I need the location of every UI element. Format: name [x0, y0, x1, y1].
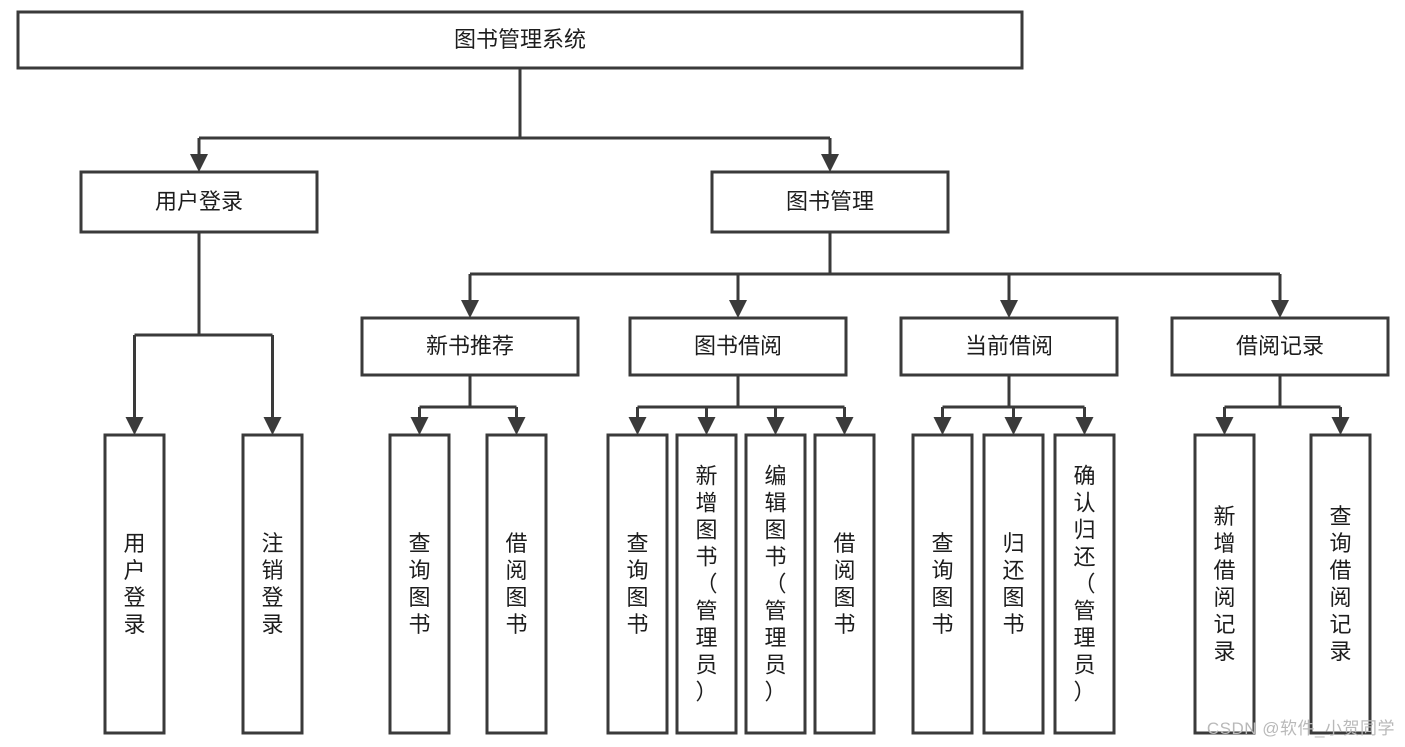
node-查询借阅记录-leaf[interactable]: 查询借阅记录: [1309, 433, 1372, 735]
arrow-head-icon: [821, 154, 839, 172]
node-新增图书管理员-leaf[interactable]: 新增图书（管理员）: [675, 433, 738, 735]
node-label: 编辑图书（管理员）: [764, 464, 786, 705]
node-box: [675, 433, 738, 735]
node-label: 图书借阅: [694, 333, 782, 358]
node-查询图书-leaf[interactable]: 查询图书: [606, 433, 669, 735]
arrow-head-icon: [263, 417, 282, 435]
arrow-head-icon: [507, 417, 526, 435]
node-box: [1053, 433, 1116, 735]
node-box: [628, 316, 848, 377]
node-label: 查询图书: [408, 531, 430, 637]
connectors-layer: [125, 68, 1350, 435]
node-box: [710, 170, 950, 234]
node-label: 查询图书: [626, 531, 648, 637]
node-label: 注销登录: [261, 531, 283, 637]
node-label: 查询图书: [931, 531, 953, 637]
node-用户登录-leaf[interactable]: 用户登录: [103, 433, 166, 735]
node-label: 用户登录: [123, 531, 145, 637]
node-box: [606, 433, 669, 735]
node-图书管理系统-root[interactable]: 图书管理系统: [16, 10, 1024, 70]
node-新增借阅记录-leaf[interactable]: 新增借阅记录: [1193, 433, 1256, 735]
node-label: 借阅记录: [1236, 333, 1324, 358]
node-box: [388, 433, 451, 735]
node-label: 借阅图书: [505, 531, 527, 637]
node-归还图书-leaf[interactable]: 归还图书: [982, 433, 1045, 735]
node-box: [911, 433, 974, 735]
arrow-head-icon: [190, 154, 208, 172]
node-box: [1309, 433, 1372, 735]
node-编辑图书管理员-leaf[interactable]: 编辑图书（管理员）: [744, 433, 807, 735]
node-label: 新书推荐: [426, 333, 514, 358]
arrow-head-icon: [933, 417, 952, 435]
node-借阅记录-level2[interactable]: 借阅记录: [1170, 316, 1390, 377]
arrow-head-icon: [461, 300, 479, 318]
arrow-head-icon: [628, 417, 647, 435]
node-box: [813, 433, 876, 735]
node-label: 图书管理: [786, 189, 874, 214]
node-box: [103, 433, 166, 735]
nodes-layer: 图书管理系统用户登录图书管理新书推荐图书借阅当前借阅借阅记录用户登录注销登录查询…: [16, 10, 1390, 735]
node-label: 新增借阅记录: [1213, 504, 1235, 664]
node-box: [485, 433, 548, 735]
arrow-head-icon: [1331, 417, 1350, 435]
arrow-head-icon: [1215, 417, 1234, 435]
node-box: [241, 433, 304, 735]
node-当前借阅-level2[interactable]: 当前借阅: [899, 316, 1119, 377]
node-label: 图书管理系统: [454, 27, 586, 52]
node-label: 借阅图书: [833, 531, 855, 637]
node-label: 查询借阅记录: [1329, 504, 1351, 664]
node-查询图书-leaf[interactable]: 查询图书: [388, 433, 451, 735]
node-box: [360, 316, 580, 377]
arrow-head-icon: [410, 417, 429, 435]
node-确认归还管理员-leaf[interactable]: 确认归还（管理员）: [1053, 433, 1116, 735]
node-借阅图书-leaf[interactable]: 借阅图书: [813, 433, 876, 735]
node-label: 归还图书: [1002, 531, 1024, 637]
node-label: 当前借阅: [965, 333, 1053, 358]
node-box: [16, 10, 1024, 70]
node-box: [982, 433, 1045, 735]
arrow-head-icon: [697, 417, 716, 435]
node-box: [1170, 316, 1390, 377]
node-box: [79, 170, 319, 234]
arrow-head-icon: [1271, 300, 1289, 318]
node-注销登录-leaf[interactable]: 注销登录: [241, 433, 304, 735]
arrow-head-icon: [1075, 417, 1094, 435]
node-box: [899, 316, 1119, 377]
node-用户登录-level1[interactable]: 用户登录: [79, 170, 319, 234]
node-box: [1193, 433, 1256, 735]
arrow-head-icon: [729, 300, 747, 318]
arrow-head-icon: [1000, 300, 1018, 318]
node-label: 用户登录: [155, 189, 243, 214]
node-label: 确认归还（管理员）: [1073, 464, 1095, 705]
node-图书借阅-level2[interactable]: 图书借阅: [628, 316, 848, 377]
arrow-head-icon: [1004, 417, 1023, 435]
node-查询图书-leaf[interactable]: 查询图书: [911, 433, 974, 735]
node-借阅图书-leaf[interactable]: 借阅图书: [485, 433, 548, 735]
node-box: [744, 433, 807, 735]
arrow-head-icon: [835, 417, 854, 435]
node-图书管理-level1[interactable]: 图书管理: [710, 170, 950, 234]
node-新书推荐-level2[interactable]: 新书推荐: [360, 316, 580, 377]
arrow-head-icon: [766, 417, 785, 435]
node-label: 新增图书（管理员）: [695, 464, 717, 705]
arrow-head-icon: [125, 417, 144, 435]
